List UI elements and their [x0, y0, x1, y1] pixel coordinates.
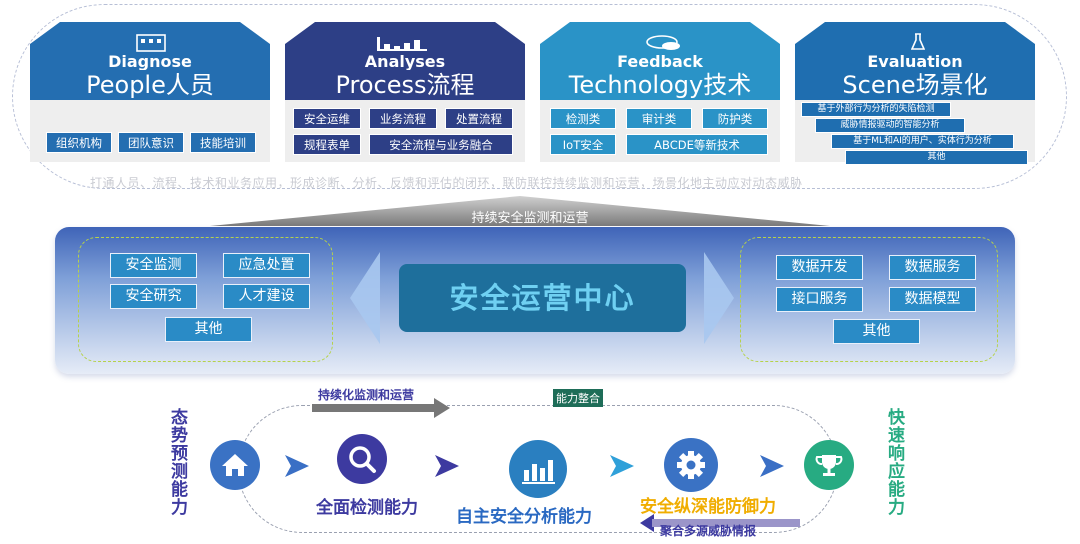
arrow-label: 持续安全监测和运营	[471, 211, 589, 226]
card-body: 组织机构 团队意识 技能培训	[30, 100, 270, 162]
chip: 防护类	[702, 108, 768, 129]
bar-chart-icon	[377, 37, 427, 51]
caption-defense: 安全纵深能防御力	[640, 497, 776, 517]
left-chevron-icon	[350, 252, 380, 344]
top-caption: 打通人员、流程、技术和业务应用，形成诊断、分析、反馈和评估的闭环，联防联控持续监…	[90, 176, 803, 190]
chart-icon	[509, 440, 567, 498]
chip: 威胁情报驱动的智能分析	[815, 118, 965, 133]
card-en-label: Analyses	[364, 52, 446, 71]
home-icon	[210, 440, 260, 490]
chip: 技能培训	[190, 132, 256, 153]
loop-bottom-label: 聚合多源威胁情报	[660, 524, 757, 538]
trophy-icon	[804, 440, 854, 490]
right-arrow-icon	[312, 398, 450, 418]
chip: IoT安全	[550, 134, 616, 155]
card-body: 检测类 审计类 防护类 IoT安全 ABCDE等新技术	[540, 100, 780, 162]
card-evaluation: Evaluation Scene场景化 基于外部行为分析的失陷检测 威胁情报驱动…	[795, 22, 1035, 165]
integration-tag: 能力整合	[553, 389, 603, 407]
chip: 组织机构	[46, 132, 112, 153]
card-title: Scene场景化	[795, 70, 1035, 100]
chevron-right-icon	[435, 455, 459, 477]
card-diagnose: Diagnose People人员 组织机构 团队意识 技能培训	[30, 22, 270, 162]
left-panel	[78, 237, 333, 362]
card-analyses: Analyses Process流程 安全运维 业务流程 处置流程 规程表单 安…	[285, 22, 525, 162]
left-chip: 安全监测	[110, 253, 197, 278]
chip: 业务流程	[369, 108, 437, 129]
chip: 基于外部行为分析的失陷检测	[801, 102, 951, 117]
card-title: Technology技术	[540, 70, 780, 100]
chip: 处置流程	[445, 108, 513, 129]
left-arrow-icon	[640, 514, 800, 532]
chip: 审计类	[626, 108, 692, 129]
top-frame	[12, 4, 1067, 189]
gear-icon	[664, 438, 718, 492]
caption-detection: 全面检测能力	[316, 498, 418, 518]
card-title: People人员	[30, 70, 270, 100]
chevron-right-icon	[610, 455, 634, 477]
chip: 基于ML和AI的用户、实体行为分析	[831, 134, 1014, 149]
chevron-right-icon	[285, 455, 309, 477]
flask-icon	[911, 33, 925, 50]
card-body: 安全运维 业务流程 处置流程 规程表单 安全流程与业务融合	[285, 100, 525, 162]
building-icon	[136, 34, 166, 52]
chip: 检测类	[550, 108, 616, 129]
chip: 规程表单	[293, 134, 361, 155]
right-chip: 其他	[833, 319, 920, 344]
soc-title: 安全运营中心	[399, 264, 686, 332]
card-roof	[795, 22, 1035, 70]
card-roof	[540, 22, 780, 70]
right-chip: 数据开发	[776, 255, 863, 280]
card-body: 基于外部行为分析的失陷检测 威胁情报驱动的智能分析 基于ML和AI的用户、实体行…	[795, 100, 1035, 165]
card-en-label: Feedback	[617, 52, 703, 71]
right-chip: 数据模型	[889, 287, 976, 312]
left-chip: 其他	[165, 317, 252, 342]
right-vertical-label: 快速响应能力	[884, 408, 904, 516]
card-roof	[30, 22, 270, 70]
card-en-label: Diagnose	[108, 52, 192, 71]
chip: 团队意识	[118, 132, 184, 153]
left-chip: 安全研究	[110, 284, 197, 309]
converge-arrow	[210, 196, 830, 226]
right-chevron-icon	[704, 252, 734, 344]
right-panel	[740, 237, 998, 362]
right-chip: 数据服务	[889, 255, 976, 280]
left-vertical-label: 态势预测能力	[167, 408, 187, 516]
chevron-right-icon	[760, 455, 784, 477]
loop-top-label: 持续化监测和运营	[318, 388, 415, 402]
chat-bubble-icon	[646, 35, 680, 50]
left-chip: 人才建设	[223, 284, 310, 309]
search-icon	[337, 434, 387, 484]
caption-analysis: 自主安全分析能力	[456, 507, 592, 527]
left-chip: 应急处置	[223, 253, 310, 278]
right-chip: 接口服务	[776, 287, 863, 312]
chip: 其他	[845, 150, 1028, 165]
chip: 安全运维	[293, 108, 361, 129]
card-en-label: Evaluation	[867, 52, 963, 71]
card-title: Process流程	[285, 70, 525, 100]
chip: ABCDE等新技术	[626, 134, 768, 155]
chip: 安全流程与业务融合	[369, 134, 513, 155]
card-feedback: Feedback Technology技术 检测类 审计类 防护类 IoT安全 …	[540, 22, 780, 162]
